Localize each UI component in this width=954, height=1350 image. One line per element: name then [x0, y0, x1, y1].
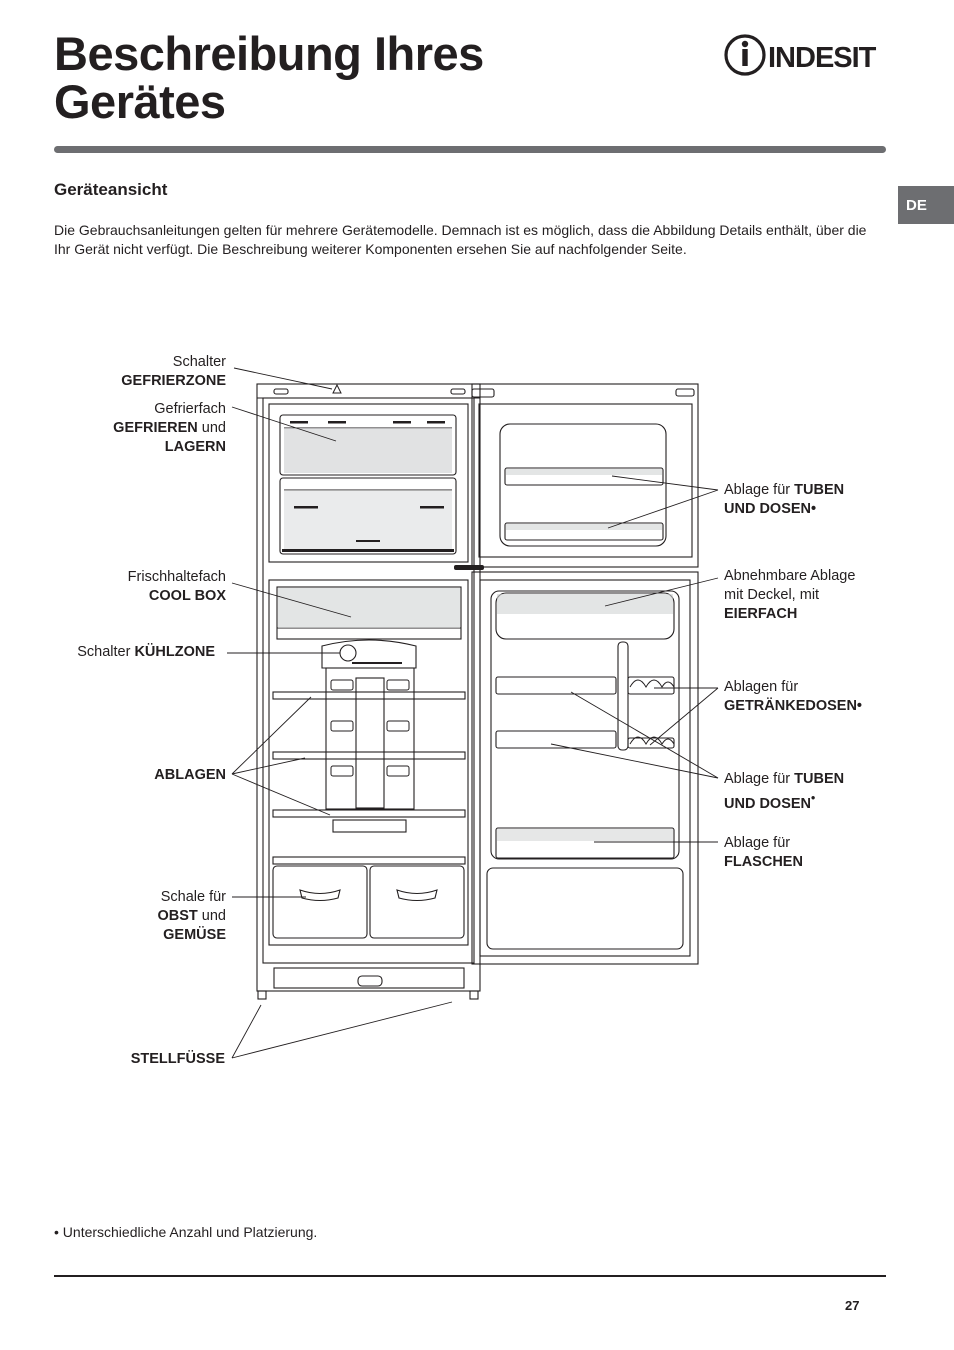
- label-text: Abnehmbare Ablage: [724, 568, 856, 584]
- bottle-shelf: [495, 827, 675, 859]
- shelf-1: [272, 691, 466, 700]
- label-text: Schale für: [160, 889, 226, 905]
- kuehlzone-dial: [339, 644, 357, 662]
- label-text: UND DOSEN: [724, 795, 812, 812]
- egg-tray: [495, 592, 675, 640]
- label-schalter-kuehlzone: Schalter KÜHLZONE: [77, 643, 215, 662]
- shelf-2: [272, 751, 466, 760]
- header-rule: [54, 146, 886, 153]
- label-text: Ablage für: [724, 482, 795, 498]
- label-text: LAGERN: [164, 439, 226, 455]
- label-eierfach: Abnehmbare Ablage mit Deckel, mit EIERFA…: [724, 567, 855, 624]
- label-text: Schalter: [172, 354, 226, 370]
- footer-rule: [54, 1275, 886, 1277]
- freezer-door-shelf-bottom: [504, 522, 664, 541]
- foot-right: [469, 990, 479, 1000]
- fridge-compartment: [268, 579, 469, 946]
- label-text: Ablagen für: [724, 679, 799, 695]
- label-text: UND DOSEN•: [724, 501, 817, 517]
- label-text: STELLFÜSSE: [130, 1051, 225, 1067]
- indesit-logo: INDESIT: [724, 34, 878, 76]
- intro-text: Die Gebrauchsanleitungen gelten für mehr…: [54, 222, 867, 257]
- label-getraenkedosen: Ablagen für GETRÄNKEDOSEN•: [724, 678, 862, 716]
- label-text: Ablage für: [724, 835, 791, 851]
- label-text: GEMÜSE: [163, 927, 226, 943]
- label-text: •: [811, 791, 816, 805]
- label-tuben-dosen-mid: Ablage für TUBEN UND DOSEN•: [724, 770, 844, 814]
- label-text: GEFRIERZONE: [121, 373, 226, 389]
- label-text: Schalter: [77, 644, 135, 660]
- crisper-left: [272, 865, 368, 939]
- label-text: GEFRIEREN: [113, 420, 198, 436]
- label-text: COOL BOX: [148, 588, 226, 604]
- section-title: Geräteansicht: [54, 180, 168, 199]
- label-text: EIERFACH: [724, 606, 798, 622]
- label-text: OBST: [157, 908, 198, 924]
- label-text: Frischhaltefach: [127, 569, 226, 585]
- shelf-3: [272, 809, 466, 818]
- title-line-1: Beschreibung Ihres: [54, 27, 484, 80]
- label-text: Gefrierfach: [154, 401, 226, 417]
- footnote: • Unterschiedliche Anzahl und Platzierun…: [54, 1224, 318, 1240]
- logo-wordmark: INDESIT: [768, 42, 877, 74]
- cool-box: [276, 586, 462, 640]
- label-flaschen: Ablage für FLASCHEN: [724, 834, 803, 872]
- freezer-compartment: [268, 403, 469, 563]
- foot-left: [257, 990, 267, 1000]
- label-text: mit Deckel, mit: [724, 587, 820, 603]
- freezer-door: [471, 383, 699, 568]
- label-schalter-gefrierzone: Schalter GEFRIERZONE: [121, 353, 226, 391]
- label-gefrierfach: Gefrierfach GEFRIEREN und LAGERN: [113, 400, 226, 457]
- crisper-right: [369, 865, 465, 939]
- can-shelf-2: [495, 730, 617, 749]
- freezer-door-shelf-top: [504, 467, 664, 486]
- label-text: TUBEN: [794, 771, 845, 787]
- label-text: FLASCHEN: [724, 854, 803, 870]
- freezer-drawer-bottom: [279, 477, 457, 555]
- language-tab-label: DE: [906, 196, 927, 214]
- page-number: 27: [845, 1298, 860, 1313]
- label-text: und: [197, 420, 226, 436]
- label-text: TUBEN: [794, 482, 845, 498]
- label-ablagen: ABLAGEN: [154, 766, 226, 785]
- title-line-2: Gerätes: [54, 75, 226, 128]
- label-text: GETRÄNKEDOSEN•: [724, 698, 863, 714]
- can-shelf-1: [495, 676, 617, 695]
- page-title: Beschreibung Ihres Gerätes: [54, 30, 484, 126]
- label-text: und: [197, 908, 226, 924]
- language-tab[interactable]: DE: [898, 186, 954, 224]
- label-text: Ablage für: [724, 771, 795, 787]
- label-cool-box: Frischhaltefach COOL BOX: [128, 568, 226, 606]
- label-text: KÜHLZONE: [134, 644, 215, 660]
- fridge-door: [471, 571, 699, 965]
- label-tuben-dosen-top: Ablage für TUBEN UND DOSEN•: [724, 481, 844, 519]
- label-text: ABLAGEN: [154, 767, 226, 783]
- label-stellfuesse: STELLFÜSSE: [131, 1050, 225, 1069]
- label-schale: Schale für OBST und GEMÜSE: [157, 888, 226, 945]
- freezer-drawer-top: [279, 414, 457, 476]
